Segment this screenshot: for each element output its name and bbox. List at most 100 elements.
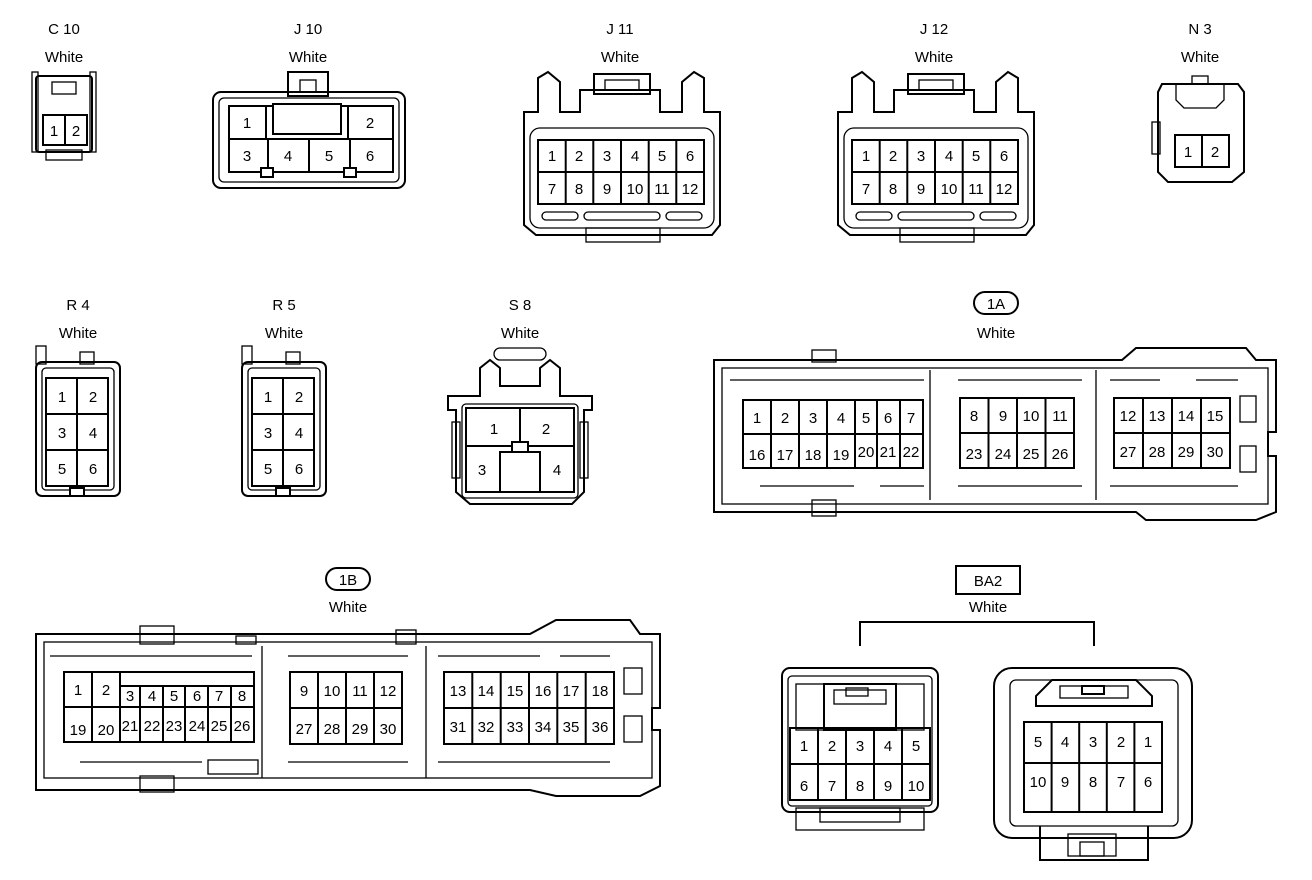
pin-label: 1: [264, 389, 272, 406]
pin-label: 6: [884, 410, 892, 427]
pin-label: 17: [777, 447, 794, 464]
pin-label: 4: [295, 425, 303, 442]
pin-label: 13: [450, 683, 467, 700]
pin-label: 9: [603, 181, 611, 198]
pin-label: 32: [478, 719, 495, 736]
connector-r5-shape: [241, 345, 327, 497]
pin-label: 2: [889, 148, 897, 165]
pin-label: 5: [58, 461, 66, 478]
pin-label: 8: [1089, 774, 1097, 791]
pin-label: 7: [1117, 774, 1125, 791]
connector-c10-color: White: [45, 49, 83, 66]
pin-label: 9: [300, 683, 308, 700]
pin-label: 14: [478, 683, 495, 700]
pin-label: 3: [126, 688, 134, 705]
pin-label: 9: [917, 181, 925, 198]
connector-j11-shape: [523, 70, 721, 243]
pin-label: 2: [575, 148, 583, 165]
connector-n3-color: White: [1181, 49, 1219, 66]
pin-label: 7: [828, 778, 836, 795]
pin-label: 31: [450, 719, 467, 736]
pin-label: 2: [1117, 734, 1125, 751]
pin-label: 2: [366, 115, 374, 132]
pin-label: 10: [941, 181, 958, 198]
pin-label: 6: [686, 148, 694, 165]
pin-label: 4: [148, 688, 156, 705]
pin-label: 25: [1023, 446, 1040, 463]
pin-label: 24: [189, 718, 206, 735]
pin-label: 36: [592, 719, 609, 736]
pin-label: 19: [70, 722, 87, 739]
pin-label: 15: [1207, 408, 1224, 425]
pin-label: 1: [753, 410, 761, 427]
connector-s8: S 8 White 1 2 3 4: [447, 297, 593, 505]
pin-label: 5: [1034, 734, 1042, 751]
pin-label: 3: [478, 462, 486, 479]
connector-r5-color: White: [265, 325, 303, 342]
pin-label: 3: [264, 425, 272, 442]
pin-label: 28: [324, 721, 341, 738]
pin-label: 9: [999, 408, 1007, 425]
pin-label: 27: [1120, 444, 1137, 461]
pin-label: 8: [889, 181, 897, 198]
connector-j12-shape: [837, 70, 1035, 243]
connector-1a-name: 1A: [987, 296, 1005, 313]
pin-label: 2: [542, 421, 550, 438]
pin-label: 4: [89, 425, 97, 442]
pin-label: 18: [592, 683, 609, 700]
connector-r4-shape: [35, 345, 121, 497]
connector-j11: J 11 White 1 2 3 4 5 6 7 8 9 10 11: [523, 21, 721, 243]
pin-label: 1: [548, 148, 556, 165]
pin-label: 30: [380, 721, 397, 738]
pin-label: 3: [58, 425, 66, 442]
pin-label: 4: [1061, 734, 1069, 751]
pin-label: 21: [880, 444, 897, 461]
connector-ba2-color: White: [969, 599, 1007, 616]
pin-label: 11: [352, 683, 368, 700]
connector-c10-name: C 10: [48, 21, 80, 38]
pin-label: 12: [380, 683, 397, 700]
pin-label: 8: [856, 778, 864, 795]
pin-label: 23: [966, 446, 983, 463]
pin-label: 12: [1120, 408, 1137, 425]
pin-label: 4: [553, 462, 561, 479]
pin-label: 29: [352, 721, 369, 738]
pin-label: 2: [828, 738, 836, 755]
connector-1b-color: White: [329, 599, 367, 616]
connector-1a-shape: [713, 347, 1277, 521]
connector-c10: C 10 White 1 2: [31, 21, 97, 161]
pin-label: 2: [781, 410, 789, 427]
pin-label: 25: [211, 718, 228, 735]
connector-s8-shape: [447, 347, 593, 505]
pin-label: 5: [325, 148, 333, 165]
pin-label: 7: [907, 410, 915, 427]
pin-label: 20: [858, 444, 875, 461]
connector-ba2-left-shape: [781, 667, 939, 831]
pin-label: 1: [74, 682, 82, 699]
pin-label: 8: [970, 408, 978, 425]
pin-label: 6: [295, 461, 303, 478]
connector-r4-name: R 4: [66, 297, 89, 314]
pin-label: 30: [1207, 444, 1224, 461]
pin-label: 2: [89, 389, 97, 406]
pin-label: 1: [490, 421, 498, 438]
pin-label: 19: [833, 447, 850, 464]
connector-s8-color: White: [501, 325, 539, 342]
pin-label: 4: [945, 148, 953, 165]
pin-label: 3: [809, 410, 817, 427]
pin-label: 11: [968, 181, 984, 198]
pin-label: 4: [884, 738, 892, 755]
pin-label: 20: [98, 722, 115, 739]
connector-1a: 1A White: [713, 291, 1277, 521]
pin-label: 6: [193, 688, 201, 705]
connector-ba2-name: BA2: [974, 573, 1002, 590]
pin-label: 14: [1178, 408, 1195, 425]
pin-label: 3: [856, 738, 864, 755]
connector-r5-name: R 5: [272, 297, 295, 314]
pin-label: 5: [264, 461, 272, 478]
pin-label: 5: [170, 688, 178, 705]
pin-label: 18: [805, 447, 822, 464]
pin-label: 5: [658, 148, 666, 165]
pin-label: 29: [1178, 444, 1195, 461]
